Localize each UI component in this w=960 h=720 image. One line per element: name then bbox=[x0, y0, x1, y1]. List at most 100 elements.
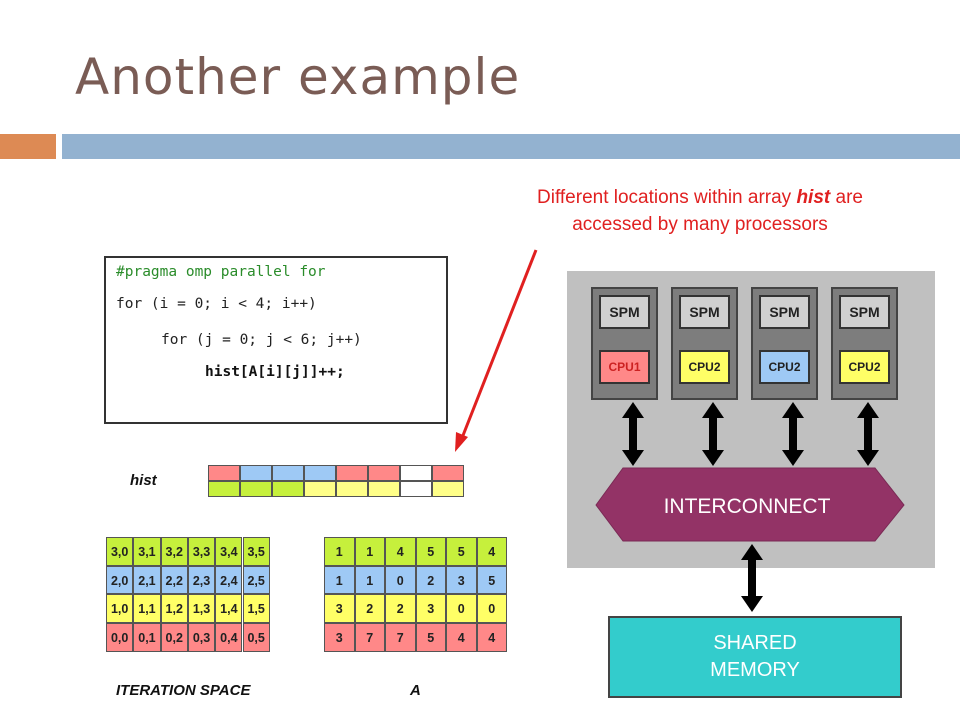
iteration-cell: 1,2 bbox=[160, 594, 188, 624]
array-a-cell: 1 bbox=[324, 537, 355, 566]
cpu-block: CPU1 bbox=[599, 350, 650, 384]
array-a-cell: 1 bbox=[354, 537, 385, 566]
iteration-cell: 3,0 bbox=[106, 537, 134, 566]
iteration-cell: 2,5 bbox=[242, 565, 270, 595]
array-a-cell: 3 bbox=[324, 594, 355, 624]
array-a-cell: 0 bbox=[385, 565, 416, 595]
array-a-cell: 4 bbox=[476, 537, 507, 566]
iteration-cell: 1,1 bbox=[133, 594, 161, 624]
code-line-increment: hist[A[i][j]]++; bbox=[205, 364, 345, 380]
array-a-cell: 5 bbox=[476, 565, 507, 595]
processor-2: SPM CPU2 bbox=[671, 287, 738, 400]
iteration-cell: 3,4 bbox=[215, 537, 243, 566]
iteration-cell: 1,5 bbox=[242, 594, 270, 624]
spm-block: SPM bbox=[759, 295, 810, 329]
interconnect-label: INTERCONNECT bbox=[664, 495, 831, 518]
title-underline-bar bbox=[62, 134, 960, 159]
iteration-cell: 3,3 bbox=[187, 537, 216, 566]
iteration-cell: 2,3 bbox=[187, 565, 216, 595]
annotation-note: Different locations within array hist ar… bbox=[470, 184, 930, 238]
iteration-cell: 2,2 bbox=[160, 565, 188, 595]
iteration-cell: 0,3 bbox=[187, 623, 216, 652]
bus-arrows bbox=[622, 402, 879, 612]
hist-array bbox=[208, 465, 464, 497]
code-line-inner-loop: for (j = 0; j < 6; j++) bbox=[161, 332, 362, 348]
array-a-cell: 3 bbox=[415, 594, 446, 624]
note-text-post: are bbox=[830, 187, 863, 208]
interconnect-shape bbox=[595, 467, 905, 542]
shared-memory-line2: MEMORY bbox=[710, 659, 800, 681]
array-a-cell: 4 bbox=[446, 623, 477, 652]
hist-cell-top bbox=[368, 465, 400, 481]
array-a-cell: 7 bbox=[354, 623, 385, 652]
array-a-cell: 2 bbox=[415, 565, 446, 595]
hist-cell-top bbox=[432, 465, 464, 481]
array-a-cell: 2 bbox=[354, 594, 385, 624]
hist-cell-top bbox=[304, 465, 336, 481]
iteration-cell: 3,1 bbox=[133, 537, 161, 566]
spm-block: SPM bbox=[839, 295, 890, 329]
note-text-line2: accessed by many processors bbox=[572, 214, 828, 235]
cpu-block: CPU2 bbox=[759, 350, 810, 384]
array-a-cell: 0 bbox=[476, 594, 507, 624]
iteration-cell: 0,5 bbox=[242, 623, 270, 652]
array-a-cell: 5 bbox=[415, 537, 446, 566]
array-a-cell: 3 bbox=[446, 565, 477, 595]
title-accent-bar bbox=[0, 134, 56, 159]
hist-cell-bottom bbox=[432, 481, 464, 497]
array-a-cell: 4 bbox=[476, 623, 507, 652]
note-emphasis: hist bbox=[796, 187, 831, 208]
hist-cell-top bbox=[336, 465, 368, 481]
spm-block: SPM bbox=[679, 295, 730, 329]
array-a-cell: 3 bbox=[324, 623, 355, 652]
bidirectional-arrow bbox=[622, 402, 644, 466]
array-a-cell: 7 bbox=[385, 623, 416, 652]
array-a-cell: 4 bbox=[385, 537, 416, 566]
array-a-cell: 5 bbox=[446, 537, 477, 566]
iteration-cell: 2,1 bbox=[133, 565, 161, 595]
hist-label: hist bbox=[130, 472, 157, 489]
processor-3: SPM CPU2 bbox=[751, 287, 818, 400]
hist-cell-top bbox=[240, 465, 272, 481]
iteration-cell: 3,5 bbox=[242, 537, 270, 566]
hist-cell-top bbox=[400, 465, 432, 481]
iteration-cell: 2,0 bbox=[106, 565, 134, 595]
processor-4: SPM CPU2 bbox=[831, 287, 898, 400]
hist-cell-top bbox=[272, 465, 304, 481]
shared-memory-box: SHARED MEMORY bbox=[608, 616, 902, 698]
code-box: #pragma omp parallel for for (i = 0; i <… bbox=[104, 256, 448, 424]
array-a-cell: 1 bbox=[324, 565, 355, 595]
note-text-pre: Different locations within array bbox=[537, 187, 797, 208]
bidirectional-arrow bbox=[741, 544, 763, 612]
slide-title: Another example bbox=[75, 48, 521, 106]
array-a-cell: 5 bbox=[415, 623, 446, 652]
cpu-block: CPU2 bbox=[839, 350, 890, 384]
array-a-label: A bbox=[410, 682, 421, 699]
hist-cell-bottom bbox=[400, 481, 432, 497]
iteration-cell: 0,4 bbox=[215, 623, 243, 652]
iteration-space-label: ITERATION SPACE bbox=[116, 682, 251, 699]
iteration-cell: 1,4 bbox=[215, 594, 243, 624]
iteration-cell: 0,0 bbox=[106, 623, 134, 652]
hist-cell-bottom bbox=[304, 481, 336, 497]
code-line-outer-loop: for (i = 0; i < 4; i++) bbox=[116, 296, 317, 312]
iteration-cell: 0,2 bbox=[160, 623, 188, 652]
hist-cell-bottom bbox=[336, 481, 368, 497]
cpu-block: CPU2 bbox=[679, 350, 730, 384]
hist-cell-bottom bbox=[208, 481, 240, 497]
iteration-cell: 3,2 bbox=[160, 537, 188, 566]
bidirectional-arrow bbox=[702, 402, 724, 466]
iteration-cell: 2,4 bbox=[215, 565, 243, 595]
array-a-cell: 0 bbox=[446, 594, 477, 624]
hist-cell-bottom bbox=[272, 481, 304, 497]
bidirectional-arrow bbox=[782, 402, 804, 466]
array-a-cell: 1 bbox=[354, 565, 385, 595]
hist-cell-bottom bbox=[368, 481, 400, 497]
iteration-cell: 1,0 bbox=[106, 594, 134, 624]
bidirectional-arrow bbox=[857, 402, 879, 466]
hist-cell-bottom bbox=[240, 481, 272, 497]
code-line-pragma: #pragma omp parallel for bbox=[116, 264, 326, 280]
